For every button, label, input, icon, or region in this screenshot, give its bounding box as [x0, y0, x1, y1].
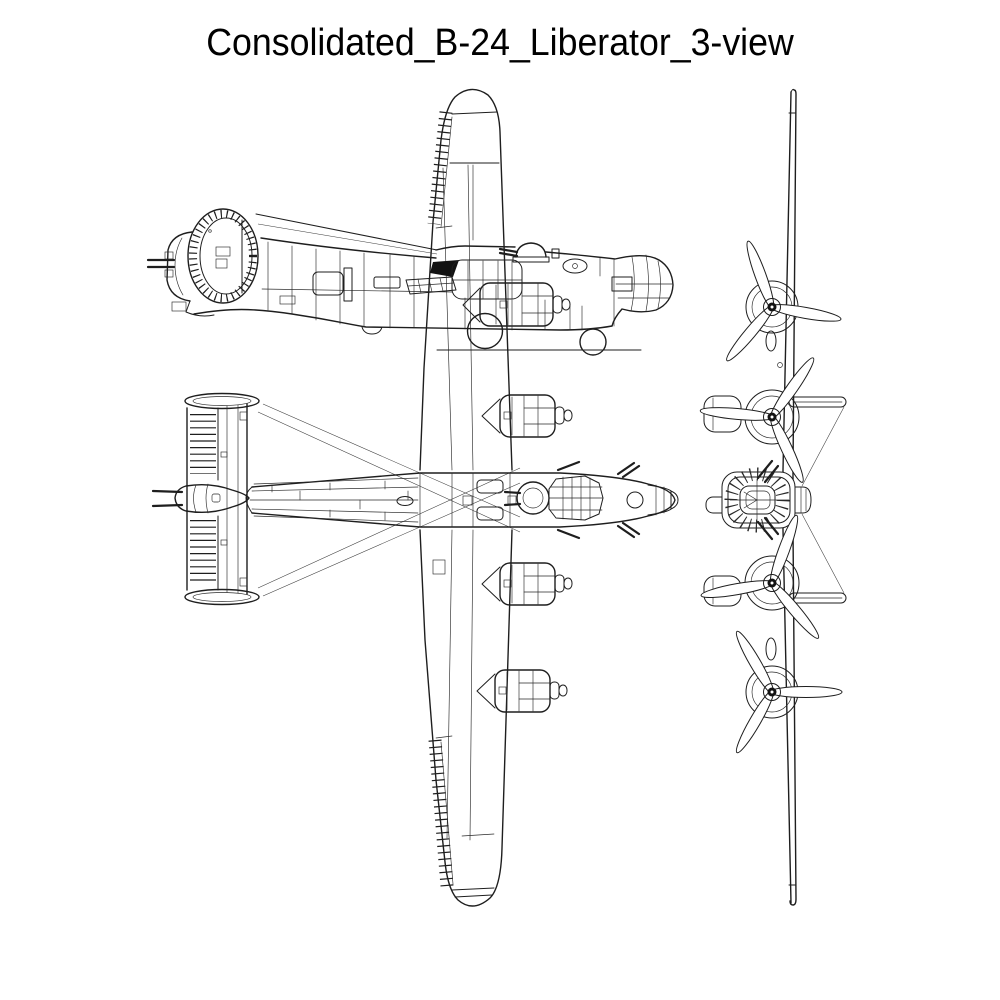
astrodome-hatch	[396, 496, 414, 506]
propeller-icon	[699, 357, 815, 483]
page-title: Consolidated_B-24_Liberator_3-view	[206, 21, 794, 63]
top-turret-side	[498, 242, 560, 263]
nacelle-outer-bottom	[476, 669, 568, 713]
vertical-fin-side	[187, 208, 259, 304]
wing-upper-plan	[419, 88, 513, 471]
nose-turret-plan	[556, 460, 679, 540]
side-view	[146, 208, 674, 356]
propeller-icon	[700, 514, 820, 639]
empennage-front	[788, 396, 847, 604]
title-text: Consolidated_B-24_Liberator_3-view	[206, 21, 794, 63]
tail-turret-side	[146, 231, 215, 317]
top-turret-front	[794, 486, 812, 514]
waist-window-side	[312, 271, 344, 296]
ball-turret-side	[361, 326, 383, 335]
top-view	[151, 88, 679, 907]
nose-side	[545, 251, 674, 327]
propellers-front	[699, 240, 843, 754]
waist-window	[476, 506, 504, 521]
fin-edge-bottom	[184, 588, 260, 606]
landing-gear-side	[436, 305, 642, 356]
construction-line	[257, 467, 521, 589]
wing-lower-plan	[419, 529, 513, 907]
top-turret-plan	[503, 481, 550, 515]
spinner-icon	[554, 406, 565, 425]
nose-wheel-icon	[579, 328, 607, 356]
nacelle-fairing	[765, 637, 777, 661]
waist-window	[476, 479, 504, 494]
aileron-ribs-lower	[428, 739, 454, 887]
canopy-side	[451, 259, 523, 300]
nacelle-inner-bottom	[481, 562, 573, 606]
nacelle-fairing	[765, 330, 777, 352]
fuselage-plan	[245, 460, 679, 540]
fuselage-side	[193, 213, 615, 335]
spinner-icon	[552, 295, 563, 314]
tail-turret-plan	[151, 483, 250, 514]
front-view	[699, 88, 847, 906]
rudder-ribs	[189, 210, 257, 302]
nacelle-outer-top	[462, 282, 571, 327]
spinner-icon	[554, 574, 565, 593]
spinner-icon	[549, 681, 560, 700]
construction-line	[257, 411, 521, 533]
main-wheel-icon	[466, 312, 504, 350]
bombardier-dome	[562, 258, 588, 274]
cockpit-glazing-plan	[548, 475, 604, 521]
astrodome	[626, 491, 644, 509]
nacelle-inner-top	[481, 394, 573, 438]
propeller-icon	[726, 240, 842, 362]
fin-edge-top	[184, 392, 260, 410]
propeller-icon	[735, 630, 843, 754]
empennage-plan	[151, 392, 521, 606]
fuselage-front	[721, 459, 812, 541]
